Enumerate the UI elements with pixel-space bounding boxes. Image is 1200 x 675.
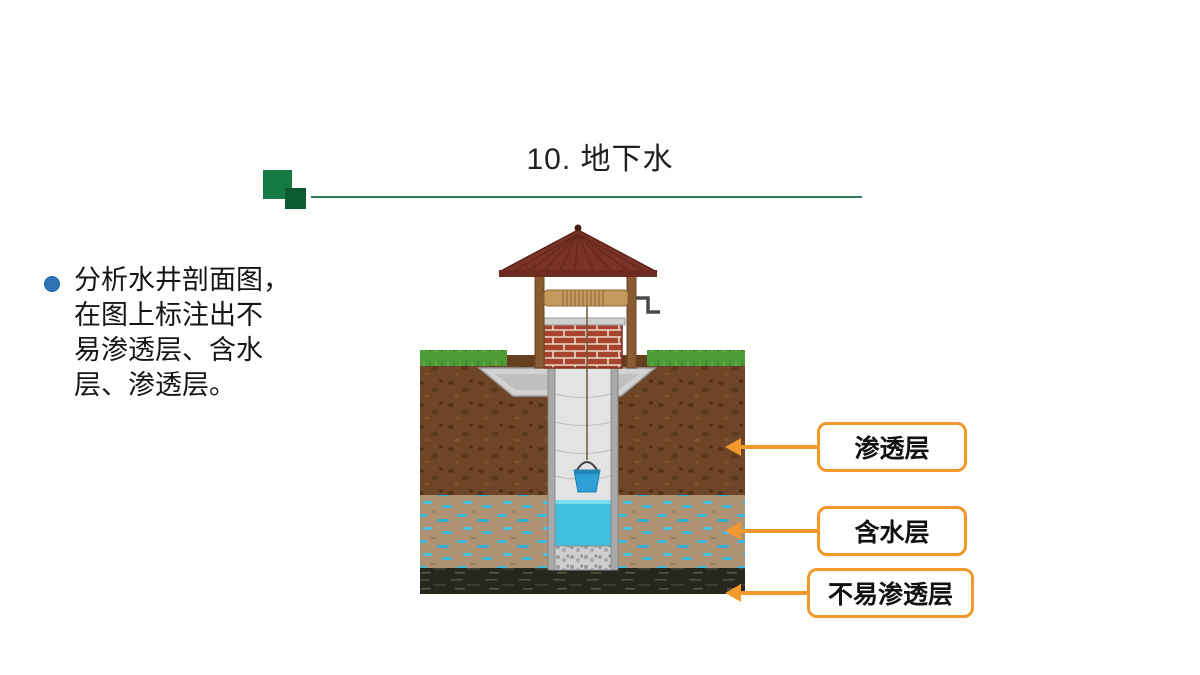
roof-finial xyxy=(574,224,582,232)
callout-aquifer: 含水层 xyxy=(725,506,967,556)
decor-square-small xyxy=(285,188,306,209)
instruction-line: 易渗透层、含水 xyxy=(74,335,263,365)
page-title: 10. 地下水 xyxy=(526,143,674,176)
wellhead-bricks xyxy=(540,317,626,369)
label-aquifer: 含水层 xyxy=(817,506,967,556)
instruction-line: 层、渗透层。 xyxy=(74,370,236,400)
well-water xyxy=(555,500,611,546)
arrow-line xyxy=(741,445,817,449)
arrow-line xyxy=(741,591,807,595)
label-permeable: 渗透层 xyxy=(817,422,967,472)
well-diagram xyxy=(420,224,745,594)
bullet-icon xyxy=(44,276,60,292)
instruction-line: 在图上标注出不 xyxy=(74,300,263,330)
instruction-text: 分析水井剖面图， 在图上标注出不 易渗透层、含水 层、渗透层。 xyxy=(74,263,324,403)
instruction-line: 分析水井剖面图， xyxy=(74,265,290,295)
well-shaft xyxy=(547,367,619,571)
crank-handle xyxy=(636,296,660,314)
title-divider xyxy=(311,196,862,198)
grass-left xyxy=(420,350,507,366)
layer-impermeable xyxy=(420,568,745,594)
grass-right xyxy=(647,350,745,366)
callout-impermeable: 不易渗透层 xyxy=(725,568,975,618)
well-gravel xyxy=(551,545,615,571)
arrow-left-icon xyxy=(725,584,741,602)
bucket xyxy=(573,306,601,493)
arrow-line xyxy=(741,529,817,533)
arrow-left-icon xyxy=(725,438,741,456)
roof xyxy=(498,224,658,277)
arrow-left-icon xyxy=(725,522,741,540)
callout-permeable: 渗透层 xyxy=(725,422,967,472)
label-impermeable: 不易渗透层 xyxy=(807,568,975,618)
